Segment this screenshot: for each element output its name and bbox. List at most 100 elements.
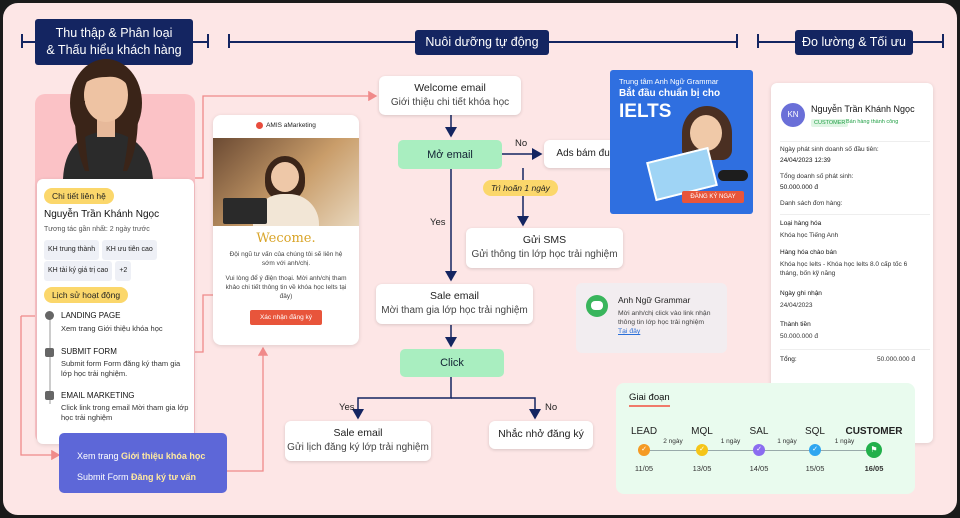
sms-link[interactable]: Tại đây <box>618 328 641 335</box>
timeline-rail <box>49 312 51 404</box>
hero-person-face <box>271 162 299 192</box>
ad-big-text: IELTS <box>619 101 672 122</box>
tag-item: +2 <box>115 261 132 281</box>
purple-to-email-line <box>227 346 269 472</box>
email-brand: AMIS aMarketing <box>213 115 359 137</box>
behavior-line-2: Submit Form Đăng ký tư vấn <box>77 472 197 482</box>
crm-name: Nguyễn Trần Khánh Ngọc <box>811 104 915 114</box>
stage-gap: 2 ngày <box>663 438 683 445</box>
delay-chip: Trì hoãn 1 ngày <box>483 178 558 196</box>
tag-item: KH ưu tiên cao <box>102 240 157 260</box>
node-title: Gửi SMS <box>522 234 567 247</box>
tag-item: KH tài ký giá trị cao <box>44 261 113 281</box>
profile-card: Chi tiết liên hệ Nguyễn Trần Khánh Ngọc … <box>37 179 194 444</box>
sum-value: 50.000.000 đ <box>877 356 915 363</box>
stage-name: LEAD <box>630 426 658 437</box>
stage-date: 16/05 <box>864 464 884 473</box>
customer-badge: CUSTOMER <box>811 119 849 127</box>
person-illustration <box>63 59 153 179</box>
check-icon: ⚑ <box>866 442 882 458</box>
product-label: Hàng hóa chào bán <box>780 249 837 256</box>
email-para-1: Đội ngũ tư vấn của chúng tôi sẽ liên hệ … <box>229 251 343 267</box>
activity-title: LANDING PAGE <box>61 311 121 320</box>
sale-email-node: Sale email Mời tham gia lớp học trải ngh… <box>376 284 533 324</box>
last-interaction: Tương tác gần nhất: 2 ngày trước <box>44 226 150 233</box>
header-collect-line1: Thu thập & Phân loại <box>55 26 173 41</box>
stages-title: Giai đoạn <box>629 392 670 407</box>
crm-status: Bán hàng thành công <box>846 119 899 125</box>
email-hero-image <box>213 138 359 226</box>
left-header-tick <box>21 34 23 48</box>
stage-date: 14/05 <box>749 464 769 473</box>
form-icon <box>45 348 54 357</box>
header-collect: Thu thập & Phân loại & Thấu hiểu khách hà… <box>35 19 193 65</box>
sale-email-schedule-node: Sale email Gửi lịch đăng ký lớp trải ngh… <box>285 421 431 461</box>
no-label: No <box>515 138 528 149</box>
no-label: No <box>545 402 558 413</box>
orders-label: Danh sách đơn hàng: <box>780 200 843 207</box>
ad-person-face <box>690 115 722 151</box>
header-nurture: Nuôi dưỡng tự động <box>415 30 549 55</box>
first-revenue-value: 24/04/2023 12:39 <box>780 157 831 164</box>
sum-label: Tổng: <box>780 356 797 363</box>
stage-gap: 1 ngày <box>777 438 797 445</box>
record-date-label: Ngày ghi nhận <box>780 290 822 297</box>
profile-to-welcome-line <box>195 90 378 179</box>
check-icon: ✓ <box>809 444 821 456</box>
chat-icon <box>586 295 608 317</box>
total-revenue-value: 50.000.000 đ <box>780 184 818 191</box>
divider <box>780 141 930 142</box>
sunglasses-icon <box>718 170 748 181</box>
email-heading: Wecome. <box>256 231 316 246</box>
amount-value: 50.000.000 đ <box>780 333 818 340</box>
product-value: Khóa học Ielts - Khóa học Ielts 8.0 cấp … <box>780 261 908 277</box>
right-header-tick <box>757 34 759 48</box>
email-preview-card: AMIS aMarketing Wecome. Đội ngũ tư vấn c… <box>213 115 359 345</box>
email-para-2: Vui lòng để ý điện thoại. Mời anh/chị th… <box>225 275 347 300</box>
chat-bubble-shape <box>591 301 603 310</box>
confirm-register-button[interactable]: Xác nhận đăng ký <box>250 310 322 325</box>
welcome-email-node: Welcome email Giới thiệu chi tiết khóa h… <box>379 76 521 115</box>
check-icon: ✓ <box>753 444 765 456</box>
divider <box>780 214 930 215</box>
avatar: KN <box>781 103 805 127</box>
node-subtitle: Mời tham gia lớp học trải nghiệm <box>381 305 528 317</box>
activity-desc: Submit form Form đăng ký tham gia lớp họ… <box>61 359 181 379</box>
header-collect-line2: & Thấu hiểu khách hàng <box>46 43 182 57</box>
divider <box>780 349 930 350</box>
ielts-ad-banner[interactable]: Trung tâm Anh Ngữ Grammar Bắt đầu chuẩn … <box>610 70 753 214</box>
product-type-value: Khóa học Tiếng Anh <box>780 232 839 239</box>
activity-desc: Click link trong email Mời tham gia lớp … <box>61 403 189 423</box>
stage-date: 15/05 <box>805 464 825 473</box>
stage-date: 13/05 <box>692 464 712 473</box>
record-date-value: 24/04/2023 <box>780 302 813 309</box>
activity-title: SUBMIT FORM <box>61 347 117 356</box>
stage-date: 11/05 <box>634 464 654 473</box>
header-measure: Đo lường & Tối ưu <box>795 30 913 55</box>
open-email-node: Mở email <box>398 140 502 169</box>
left-header-tick <box>207 34 209 48</box>
check-icon: ✓ <box>696 444 708 456</box>
register-reminder-node: Nhắc nhở đăng ký <box>489 421 593 449</box>
node-title: Sale email <box>429 290 480 303</box>
node-subtitle: Gửi lịch đăng ký lớp trải nghiệm <box>287 442 429 454</box>
total-revenue-label: Tổng doanh số phát sinh: <box>780 173 854 180</box>
connectors <box>20 90 659 472</box>
tag-item: KH trung thành <box>44 240 100 260</box>
activity-desc: Xem trang Giới thiệu khóa học <box>61 324 163 333</box>
activity-title: EMAIL MARKETING <box>61 391 135 400</box>
sms-message-card: Anh Ngữ Grammar Mời anh/chị click vào li… <box>576 283 727 353</box>
contact-chip: Chi tiết liên hệ <box>44 186 114 204</box>
email-icon <box>45 391 54 400</box>
check-icon: ✓ <box>638 444 650 456</box>
node-title: Welcome email <box>414 81 486 94</box>
profile-name: Nguyễn Trần Khánh Ngọc <box>44 209 160 220</box>
history-chip: Lịch sử hoạt động <box>44 285 129 303</box>
right-header-tick <box>942 34 944 48</box>
ad-register-button[interactable]: ĐĂNG KÝ NGAY <box>682 191 744 203</box>
sms-node: Gửi SMS Gửi thông tin lớp học trải nghiệ… <box>466 228 623 268</box>
product-type-label: Loại hàng hóa <box>780 220 822 227</box>
stage-name: CUSTOMER <box>845 426 903 437</box>
first-revenue-label: Ngày phát sinh doanh số đầu tiên: <box>780 146 879 153</box>
